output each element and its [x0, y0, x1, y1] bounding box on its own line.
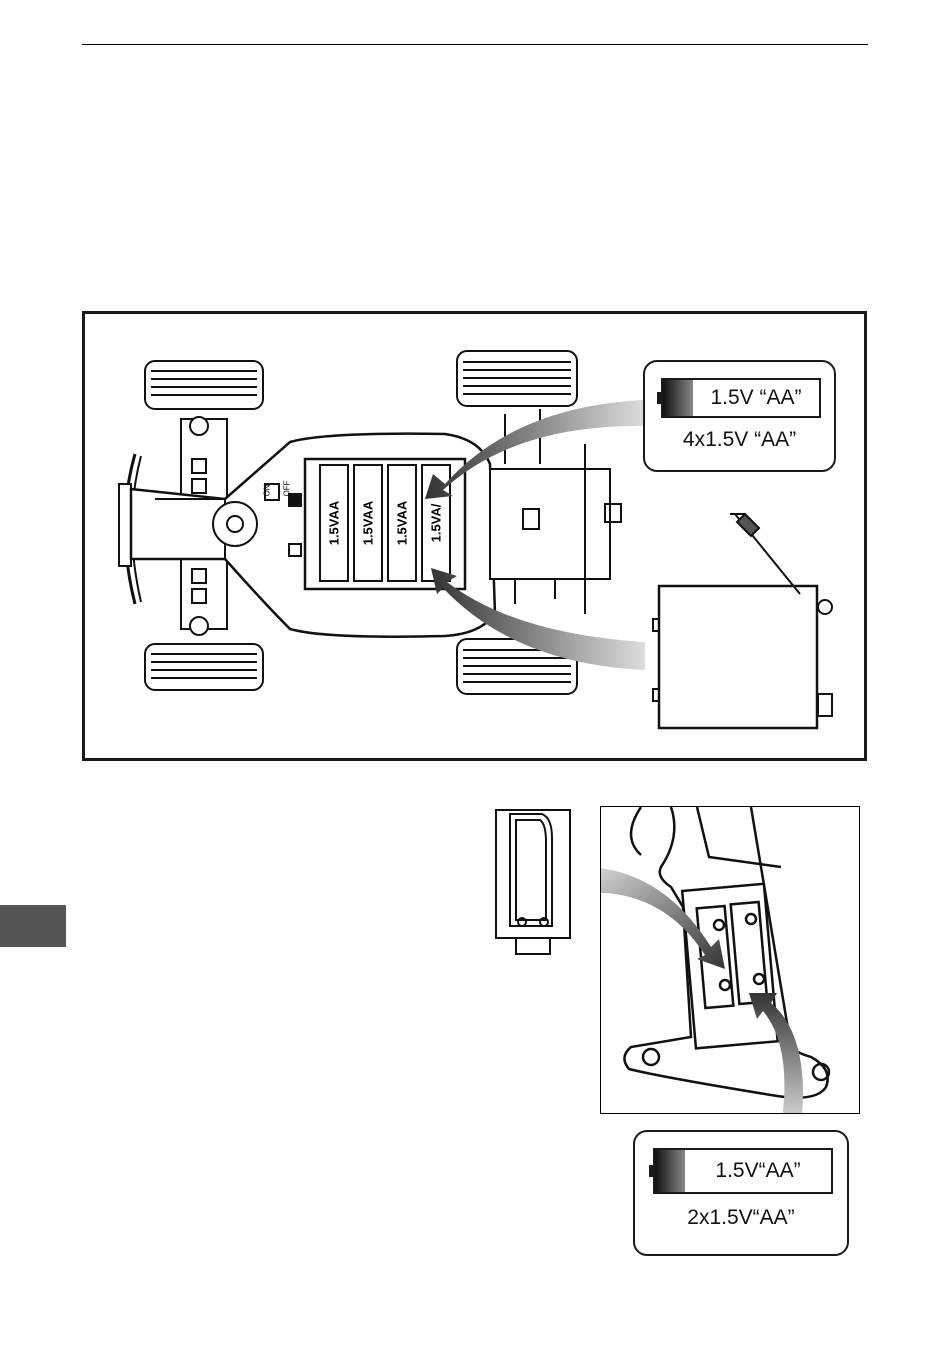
cell-label-4: 1.5VA/ — [429, 504, 444, 543]
cell-label-1: 1.5VAA — [327, 501, 342, 546]
car-battery-illustration: 1.5VAA 1.5VAA 1.5VAA 1.5VA/ ON OFF 1.5V … — [82, 311, 867, 761]
remote-battery-graphic: 1.5V“AA” — [653, 1148, 833, 1194]
car-battery-quantity: 4x1.5V “AA” — [645, 428, 834, 452]
wheel-front-left — [145, 361, 263, 409]
wheel-front-right — [457, 351, 577, 406]
car-battery-label: 1.5V “AA” — [693, 386, 819, 410]
wheel-rear-right — [457, 639, 577, 694]
switch-on-label: ON — [263, 485, 272, 497]
car-battery-graphic: 1.5V “AA” — [661, 378, 821, 418]
remote-control-illustration — [600, 806, 860, 1114]
car-battery-callout: 1.5V “AA” 4x1.5V “AA” — [643, 360, 836, 472]
header-rule — [82, 44, 868, 45]
cell-label-2: 1.5VAA — [361, 501, 376, 546]
remote-battery-callout: 1.5V“AA” 2x1.5V“AA” — [633, 1130, 849, 1256]
section-tab — [0, 905, 66, 947]
remote-battery-label: 1.5V“AA” — [685, 1159, 831, 1183]
switch-off-label: OFF — [283, 481, 292, 497]
cell-label-3: 1.5VAA — [395, 501, 410, 546]
remote-battery-quantity: 2x1.5V“AA” — [635, 1206, 847, 1230]
wheel-rear-left — [145, 644, 263, 690]
remote-battery-pack — [494, 808, 572, 958]
